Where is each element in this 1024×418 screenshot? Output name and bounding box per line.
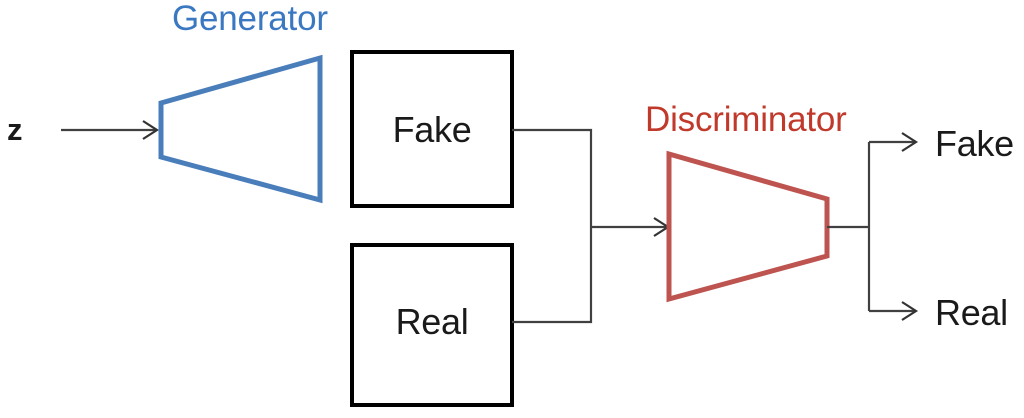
real-sample-box[interactable] [350, 243, 514, 407]
fake-box-label: Fake [393, 109, 472, 150]
noise-input-label: z [7, 112, 23, 147]
generator-title: Generator [172, 0, 328, 38]
arrowhead-output-real [901, 301, 919, 321]
output-label-fake: Fake [935, 123, 1014, 164]
arrowhead-output-fake [901, 132, 919, 152]
arrowhead-z-to-generator [142, 120, 160, 140]
discriminator-title: Discriminator [645, 100, 847, 139]
real-box-label: Real [396, 301, 469, 342]
edge-real-to-merge [512, 227, 593, 324]
generator-shape[interactable] [158, 54, 323, 204]
discriminator-shape[interactable] [666, 150, 830, 303]
edge-fake-to-merge [512, 128, 593, 227]
output-label-real: Real [935, 292, 1008, 333]
